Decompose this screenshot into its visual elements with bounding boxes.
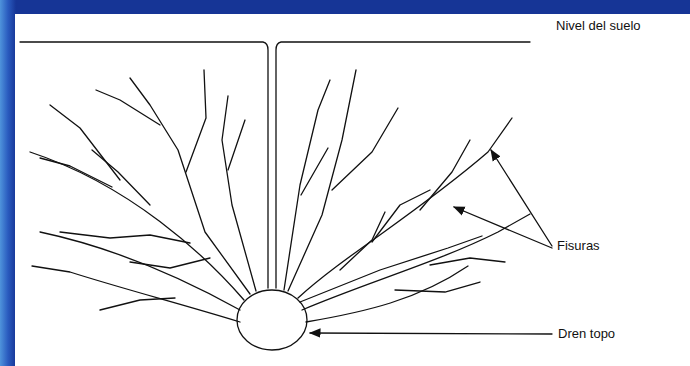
ground-line [20,42,268,288]
leader-arrow [454,207,552,248]
label-text: Dren topo [556,326,617,342]
leader-arrow [310,333,552,334]
ground-line [276,42,530,288]
label-text: Nivel del suelo [554,18,643,34]
fissures [30,70,530,322]
label-text: Fisuras [555,238,602,254]
mole-drain-channel [237,290,307,350]
leader-arrow [491,150,552,246]
